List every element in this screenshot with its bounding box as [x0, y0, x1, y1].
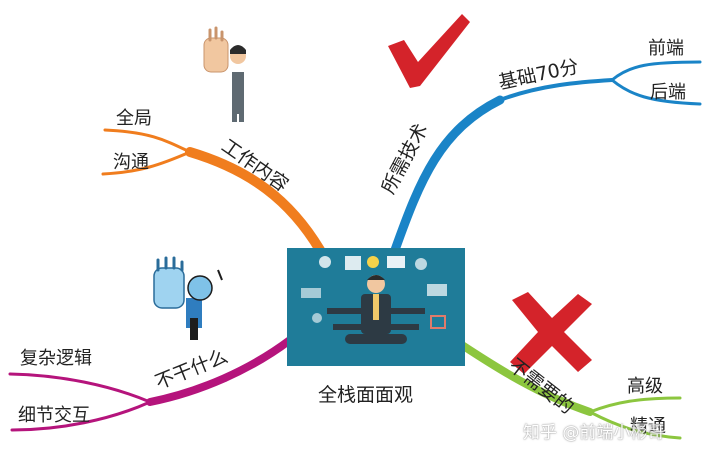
- center-image: [287, 248, 465, 366]
- ok-hand-person-icon: [203, 26, 246, 122]
- stop-hand-person-icon: [153, 256, 223, 340]
- check-mark-icon: [388, 14, 470, 88]
- not-needed-child-1: 精通: [630, 416, 666, 437]
- skills-child-1: 后端: [650, 82, 686, 103]
- dont-do-child-1: 细节交互: [18, 405, 90, 426]
- branch-skills-lines: [390, 60, 702, 255]
- skills-child-0: 前端: [648, 38, 684, 59]
- branch-work-lines: [101, 128, 325, 255]
- center-label: 全栈面面观: [318, 384, 414, 406]
- work-child-0: 全局: [116, 108, 152, 129]
- watermark: 知乎 @前端小彬哥: [523, 423, 665, 443]
- not-needed-child-0: 高级: [627, 376, 663, 397]
- cross-mark-icon: [510, 292, 592, 374]
- branch-not-needed-lines: [458, 341, 682, 440]
- work-child-1: 沟通: [113, 152, 149, 173]
- dont-do-child-0: 复杂逻辑: [20, 348, 92, 369]
- branch-dont-lines: [8, 336, 294, 432]
- multitasking-person-icon: [287, 248, 465, 366]
